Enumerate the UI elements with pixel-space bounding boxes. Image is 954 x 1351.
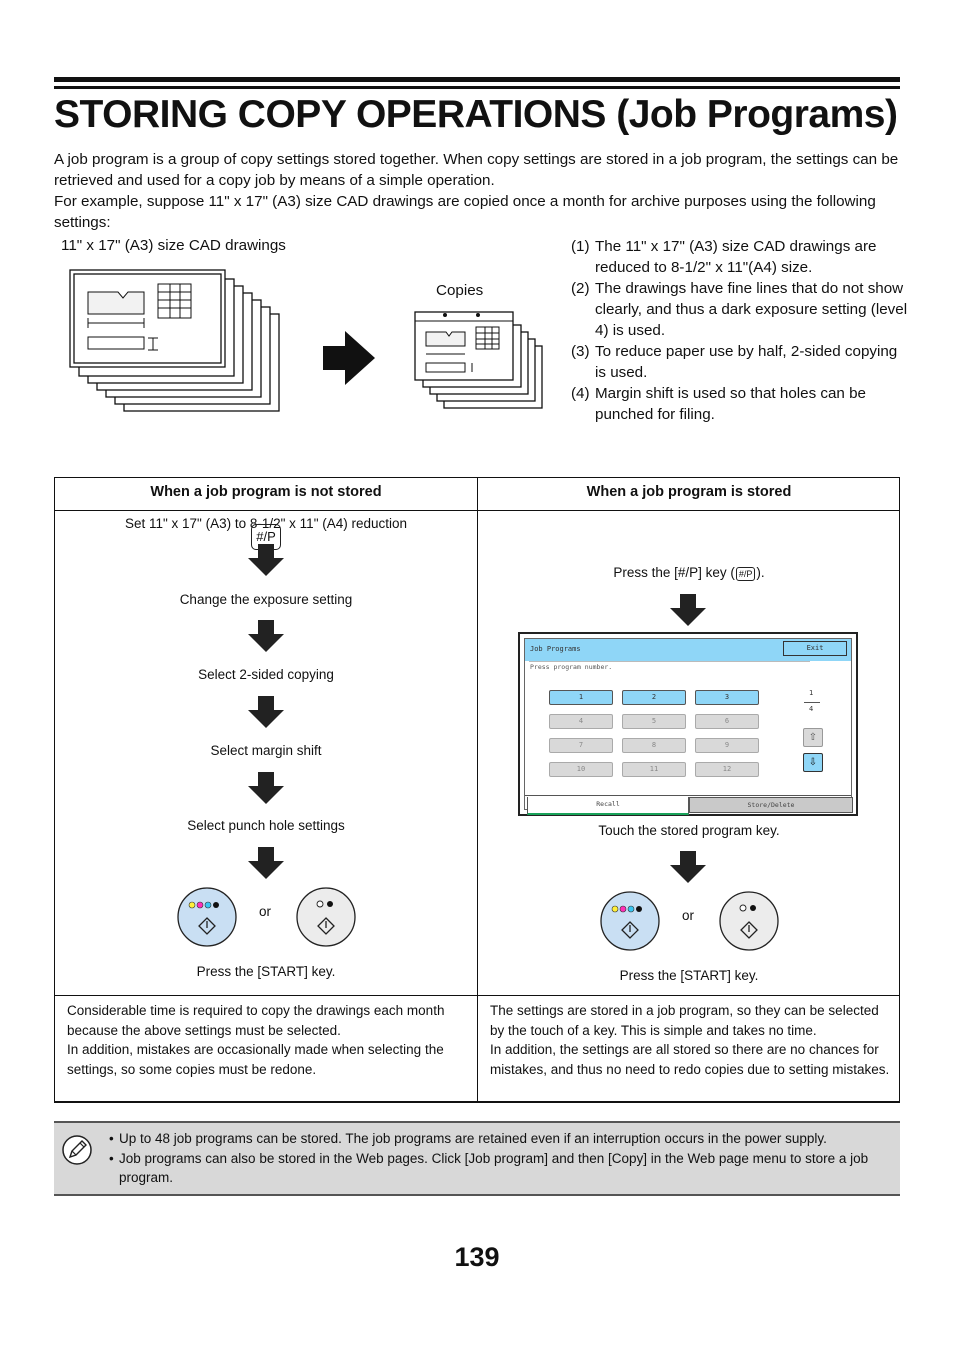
- job-programs-screen: Job Programs Exit Press program number. …: [518, 632, 858, 816]
- program-key-4[interactable]: 4: [549, 714, 613, 729]
- intro-paragraph-2: For example, suppose 11" x 17" (A3) size…: [54, 193, 876, 231]
- right-note: The settings are stored in a job program…: [490, 1001, 895, 1079]
- touch-key-instruction: Touch the stored program key.: [598, 823, 780, 838]
- pencil-note-icon: [62, 1135, 92, 1165]
- press-key-suffix: ).: [756, 565, 765, 580]
- program-key-11[interactable]: 11: [622, 762, 686, 777]
- flow-step-punch: Select punch hole settings: [187, 818, 345, 833]
- screen-title: Job Programs: [530, 645, 581, 653]
- down-arrow-icon: [670, 594, 706, 626]
- tab-store-delete[interactable]: Store/Delete: [689, 797, 853, 813]
- program-key-12[interactable]: 12: [695, 762, 759, 777]
- color-start-key-icon: [600, 891, 660, 951]
- note-box: Up to 48 job programs can be stored. The…: [54, 1121, 900, 1196]
- right-start-caption: Press the [START] key.: [619, 968, 759, 983]
- flow-step-exposure: Change the exposure setting: [179, 592, 353, 607]
- settings-list: (1) The 11" x 17" (A3) size CAD drawings …: [571, 236, 911, 425]
- screen-rule: [529, 661, 810, 662]
- table-divider: [477, 478, 478, 1101]
- cad-drawings-illustration: [69, 269, 543, 412]
- bw-start-key-icon: [296, 887, 356, 947]
- settings-item-number: (3): [571, 343, 590, 360]
- settings-item-text: The 11" x 17" (A3) size CAD drawings are…: [595, 238, 877, 276]
- settings-item-text: To reduce paper use by half, 2-sided cop…: [595, 343, 898, 381]
- settings-item-number: (2): [571, 280, 590, 297]
- bw-start-key-icon: [719, 891, 779, 951]
- tab-recall[interactable]: Recall: [527, 797, 689, 815]
- right-note-line-1: The settings are stored in a job program…: [490, 1003, 879, 1038]
- job-program-key-icon: #/P: [251, 524, 281, 550]
- page-title: STORING COPY OPERATIONS (Job Programs): [54, 93, 898, 136]
- color-start-key-icon: [177, 887, 237, 947]
- tab-rule: [525, 795, 851, 796]
- down-arrow-icon: [248, 847, 284, 879]
- page-current: 1: [809, 689, 814, 697]
- or-label: or: [259, 904, 272, 919]
- settings-item-text: The drawings have fine lines that do not…: [595, 280, 908, 339]
- intro-paragraph-1: A job program is a group of copy setting…: [54, 151, 899, 189]
- title-rule-thick: [54, 77, 900, 82]
- program-key-10[interactable]: 10: [549, 762, 613, 777]
- program-key-7[interactable]: 7: [549, 738, 613, 753]
- or-label: or: [682, 908, 695, 923]
- header-not-stored: When a job program is not stored: [150, 484, 382, 500]
- note-item: Job programs can also be stored in the W…: [109, 1149, 894, 1188]
- settings-item: (1) The 11" x 17" (A3) size CAD drawings …: [571, 236, 911, 278]
- exit-button[interactable]: Exit: [783, 641, 847, 656]
- inline-job-program-key-icon: #/P: [735, 567, 756, 581]
- left-note-line-1: Considerable time is required to copy th…: [67, 1003, 445, 1038]
- settings-item: (2) The drawings have fine lines that do …: [571, 278, 911, 341]
- originals-label: 11" x 17" (A3) size CAD drawings: [61, 237, 286, 254]
- header-stored: When a job program is stored: [586, 484, 792, 500]
- left-start-caption: Press the [START] key.: [196, 964, 336, 979]
- settings-item-text: Margin shift is used so that holes can b…: [595, 385, 866, 423]
- note-item: Up to 48 job programs can be stored. The…: [109, 1129, 894, 1149]
- settings-item-number: (1): [571, 238, 590, 255]
- page-number: 139: [454, 1242, 500, 1272]
- program-key-8[interactable]: 8: [622, 738, 686, 753]
- flow-step-reduction: Set 11" x 17" (A3) to 8-1/2" x 11" (A4) …: [124, 516, 408, 531]
- down-arrow-icon: [248, 772, 284, 804]
- down-arrow-icon: [248, 620, 284, 652]
- page-total: 4: [809, 705, 814, 713]
- press-key-instruction: Press the [#/P] key (#/P).: [478, 565, 900, 581]
- screen-prompt: Press program number.: [530, 663, 613, 671]
- right-note-line-2: In addition, the settings are all stored…: [490, 1042, 890, 1077]
- settings-item: (4) Margin shift is used so that holes ca…: [571, 383, 911, 425]
- down-arrow-icon: [670, 851, 706, 883]
- program-key-1[interactable]: 1: [549, 690, 613, 705]
- scroll-down-icon[interactable]: ⇩: [803, 753, 823, 772]
- program-key-3[interactable]: 3: [695, 690, 759, 705]
- comparison-table: When a job program is not stored When a …: [54, 477, 900, 1103]
- screen-title-bar: Job Programs Exit: [525, 639, 851, 661]
- settings-item-number: (4): [571, 385, 590, 402]
- flow-step-2sided: Select 2-sided copying: [198, 667, 334, 682]
- title-rule-thin: [54, 86, 900, 89]
- table-note-rule: [55, 995, 899, 996]
- scroll-up-icon[interactable]: ⇧: [803, 728, 823, 747]
- page-divider: [804, 702, 820, 703]
- copies-label: Copies: [436, 282, 484, 299]
- down-arrow-icon: [248, 544, 284, 576]
- program-key-6[interactable]: 6: [695, 714, 759, 729]
- left-note-line-2: In addition, mistakes are occasionally m…: [67, 1042, 444, 1077]
- flow-step-margin-shift: Select margin shift: [210, 743, 322, 758]
- down-arrow-icon: [248, 696, 284, 728]
- note-list: Up to 48 job programs can be stored. The…: [109, 1129, 894, 1188]
- press-key-prefix: Press the [#/P] key (: [613, 565, 735, 580]
- program-key-5[interactable]: 5: [622, 714, 686, 729]
- table-header-rule: [55, 510, 899, 511]
- program-key-9[interactable]: 9: [695, 738, 759, 753]
- program-key-2[interactable]: 2: [622, 690, 686, 705]
- settings-item: (3) To reduce paper use by half, 2-sided …: [571, 341, 911, 383]
- left-note: Considerable time is required to copy th…: [67, 1001, 467, 1079]
